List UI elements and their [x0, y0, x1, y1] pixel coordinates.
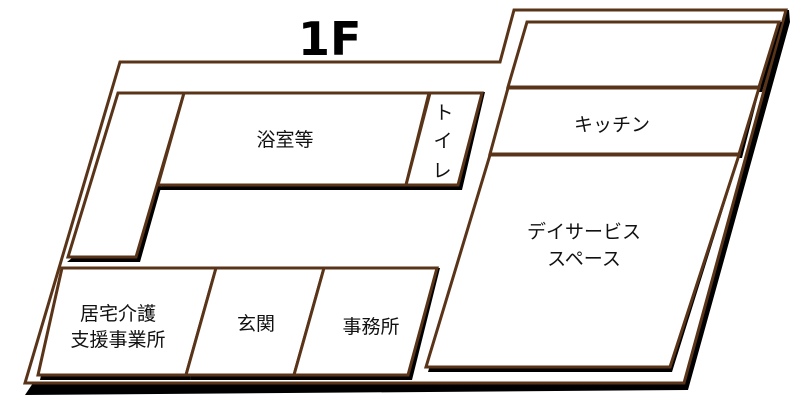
label-entrance: 玄関 [237, 313, 275, 335]
label-day-service-2: スペース [547, 248, 621, 270]
label-home-care-2: 支援事業所 [70, 329, 165, 351]
room-unnamed-outline [65, 91, 187, 259]
label-toilet-3: レ [432, 160, 451, 182]
room-toilet-outline [404, 91, 484, 187]
floor-title: 1F [298, 12, 361, 66]
room-office-outline [292, 266, 439, 377]
room-day-service-outline [423, 153, 742, 369]
label-day-service-1: デイサービス [527, 221, 641, 243]
label-home-care-1: 居宅介護 [80, 303, 156, 325]
label-kitchen: キッチン [574, 114, 650, 136]
label-toilet-2: イ [433, 130, 452, 152]
label-office: 事務所 [342, 316, 399, 338]
label-toilet-1: ト [434, 102, 453, 124]
room-storage-outline [505, 20, 782, 89]
label-bathroom: 浴室等 [256, 129, 313, 151]
